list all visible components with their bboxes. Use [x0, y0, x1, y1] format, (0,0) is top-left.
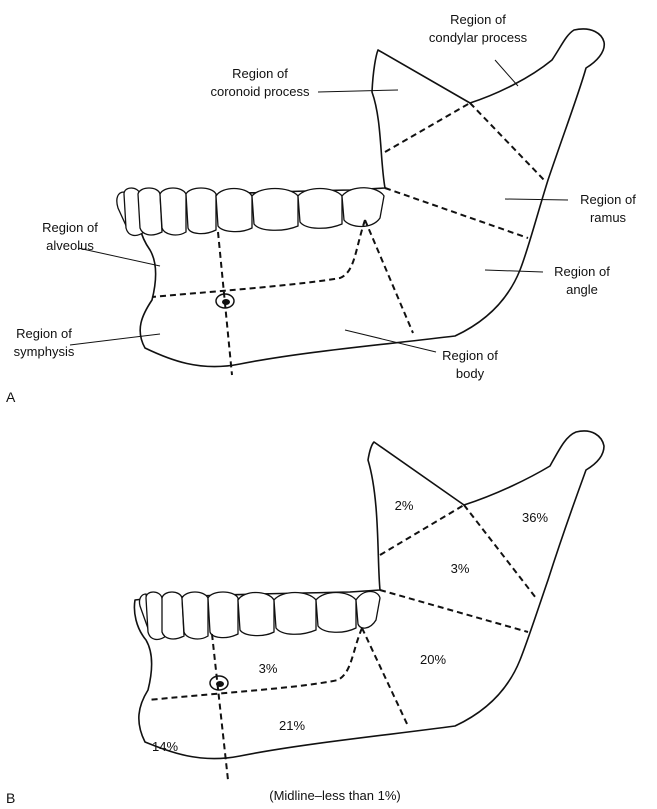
pct-symphysis: 14%: [152, 739, 178, 754]
label-ramus-line1: Region of: [580, 192, 636, 207]
pct-angle: 20%: [420, 652, 446, 667]
midline-caption: (Midline–less than 1%): [269, 788, 401, 803]
label-ramus-line2: ramus: [590, 210, 627, 225]
teeth-b: [139, 592, 380, 640]
pct-coronoid: 2%: [395, 498, 414, 513]
label-coronoid-line2: coronoid process: [211, 84, 310, 99]
label-alveolus-line2: alveolus: [46, 238, 94, 253]
pct-ramus: 3%: [451, 561, 470, 576]
label-alveolus-line1: Region of: [42, 220, 98, 235]
region-boundaries-b: [148, 505, 536, 780]
label-angle-line2: angle: [566, 282, 598, 297]
label-condylar-line1: Region of: [450, 12, 506, 27]
region-boundaries-a: [152, 103, 546, 375]
teeth-a: [117, 188, 384, 236]
label-body-line2: body: [456, 366, 485, 381]
pct-alveolus: 3%: [259, 661, 278, 676]
panel-b: 2% 36% 3% 20% 3% 21% 14% B (Midline–less…: [6, 431, 604, 806]
pct-body: 21%: [279, 718, 305, 733]
label-condylar-line2: condylar process: [429, 30, 528, 45]
label-symphysis-line1: Region of: [16, 326, 72, 341]
panel-a-letter: A: [6, 389, 16, 405]
label-angle-line1: Region of: [554, 264, 610, 279]
label-coronoid-line1: Region of: [232, 66, 288, 81]
panel-a: Region of condylar process Region of cor…: [6, 12, 636, 405]
label-symphysis-line2: symphysis: [14, 344, 75, 359]
panel-b-letter: B: [6, 790, 15, 806]
label-body-line1: Region of: [442, 348, 498, 363]
pct-condylar: 36%: [522, 510, 548, 525]
